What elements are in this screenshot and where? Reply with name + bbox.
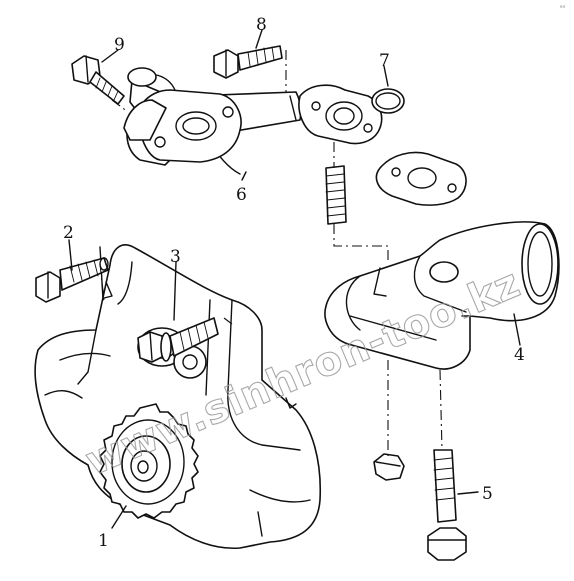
bolt-part-2	[35, 257, 109, 303]
drive-gear	[99, 403, 199, 519]
stud	[325, 165, 347, 225]
nut	[373, 453, 405, 481]
flange-part-6	[123, 89, 242, 163]
bolt-part-5	[427, 449, 467, 561]
callout-4: 4	[514, 345, 525, 365]
bolt-part-8	[213, 45, 283, 79]
suction-housing-part-4	[324, 221, 560, 370]
bolt-part-9	[71, 55, 125, 105]
callout-3: 3	[170, 247, 181, 267]
callout-7: 7	[379, 51, 390, 71]
pipe-end-flange	[298, 84, 383, 145]
corner-mark: ᵉˢ	[560, 4, 566, 12]
callout-5: 5	[482, 484, 493, 504]
leader-lines	[68, 29, 521, 529]
callout-2: 2	[63, 223, 74, 243]
bolt-part-3	[137, 317, 219, 363]
callout-6: 6	[236, 185, 247, 205]
gasket	[375, 151, 467, 206]
center-lines	[99, 50, 443, 456]
callout-1: 1	[98, 531, 109, 551]
callout-9: 9	[114, 35, 125, 55]
o-ring-part-7	[371, 88, 405, 114]
callout-8: 8	[256, 15, 267, 35]
